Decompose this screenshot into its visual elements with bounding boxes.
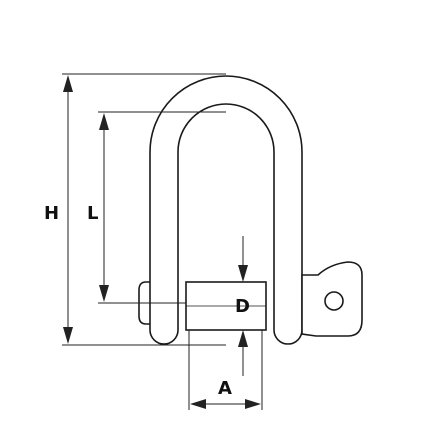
dimension-h <box>62 73 226 346</box>
dimension-d-arrow-top <box>238 265 248 282</box>
dimension-d <box>238 236 248 376</box>
dimension-l-label: L <box>87 203 98 224</box>
dimension-a-label: A <box>218 378 232 399</box>
dimension-d-arrow-bottom <box>238 330 248 347</box>
dimension-a-arrow-right <box>245 399 261 409</box>
dimension-l <box>98 111 226 304</box>
shackle-outer-outline <box>149 75 303 345</box>
dimension-l-arrow-top <box>99 113 109 130</box>
dimension-h-label: H <box>44 203 59 224</box>
pin-eye-hole <box>324 291 344 311</box>
dimension-h-arrow-top <box>63 75 73 92</box>
dimension-h-arrow-bottom <box>63 327 73 344</box>
dimension-d-label: D <box>235 296 250 317</box>
dimension-a <box>188 330 263 410</box>
dimension-l-arrow-bottom <box>99 285 109 302</box>
dimension-a-arrow-left <box>190 399 206 409</box>
shackle-body <box>149 75 303 345</box>
